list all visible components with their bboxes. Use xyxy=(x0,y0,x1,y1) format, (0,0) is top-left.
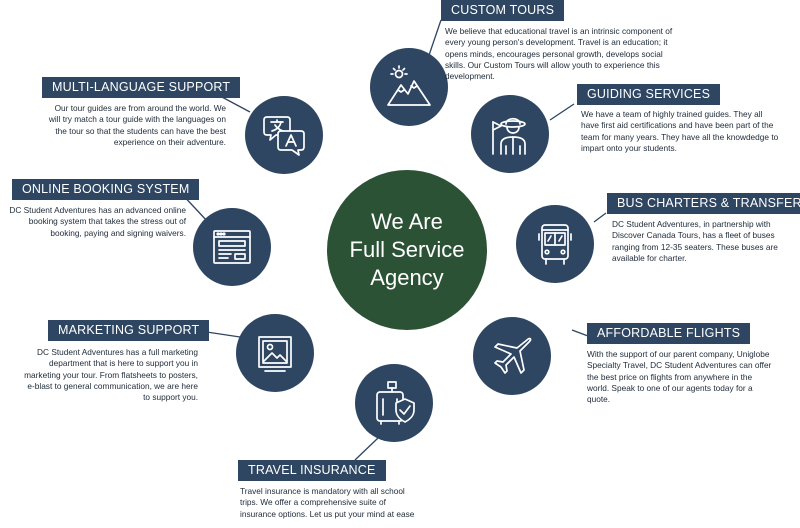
connector-guiding-services xyxy=(549,103,575,121)
connector-affordable-flights xyxy=(571,329,589,337)
travel-insurance-description: Travel insurance is mandatory with all s… xyxy=(240,486,415,519)
bus-charters-node xyxy=(516,205,594,283)
center-text: We Are Full Service Agency xyxy=(350,208,465,292)
travel-insurance-node xyxy=(355,364,433,442)
travel-insurance-label: TRAVEL INSURANCE xyxy=(238,460,386,481)
affordable-flights-node xyxy=(473,317,551,395)
translate-icon xyxy=(263,116,305,156)
center-circle: We Are Full Service Agency xyxy=(327,170,487,330)
connector-bus-charters xyxy=(593,212,607,223)
marketing-support-description: DC Student Adventures has a full marketi… xyxy=(24,347,198,403)
marketing-support-label: MARKETING SUPPORT xyxy=(48,320,210,341)
online-booking-label: ONLINE BOOKING SYSTEM xyxy=(12,179,200,200)
affordable-flights-label: AFFORDABLE FLIGHTS xyxy=(587,323,751,344)
marketing-support-node xyxy=(236,314,314,392)
connector-multi-language xyxy=(219,95,251,113)
guiding-services-description: We have a team of highly trained guides.… xyxy=(581,109,779,153)
bus-charters-description: DC Student Adventures, in partnership wi… xyxy=(612,219,778,263)
mountain-icon xyxy=(387,65,431,106)
custom-tours-node xyxy=(370,48,448,126)
connector-travel-insurance xyxy=(354,437,379,461)
poster-icon xyxy=(258,336,292,372)
airplane-icon xyxy=(494,337,532,374)
center-line-1: We Are xyxy=(371,209,443,234)
bus-charters-label: BUS CHARTERS & TRANSFERS xyxy=(607,193,800,214)
luggage-shield-icon xyxy=(376,381,415,425)
multi-language-label: MULTI-LANGUAGE SUPPORT xyxy=(42,77,241,98)
guiding-services-label: GUIDING SERVICES xyxy=(577,84,721,105)
bus-icon xyxy=(538,224,572,265)
browser-form-icon xyxy=(213,230,251,264)
affordable-flights-description: With the support of our parent company, … xyxy=(587,349,772,405)
online-booking-node xyxy=(193,208,271,286)
center-line-3: Agency xyxy=(370,265,444,290)
online-booking-description: DC Student Adventures has an advanced on… xyxy=(9,205,186,238)
custom-tours-description: We believe that educational travel is an… xyxy=(445,26,673,82)
multi-language-description: Our tour guides are from around the worl… xyxy=(48,103,226,147)
center-line-2: Full Service xyxy=(349,237,465,262)
custom-tours-label: CUSTOM TOURS xyxy=(441,0,565,21)
multi-language-node xyxy=(245,96,323,174)
tour-guide-icon xyxy=(492,117,526,155)
guiding-services-node xyxy=(471,95,549,173)
